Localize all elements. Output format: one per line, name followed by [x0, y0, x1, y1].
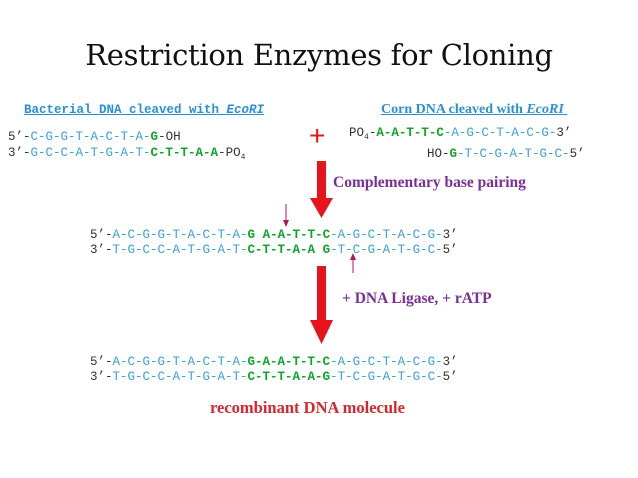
plus-sign: + [309, 120, 326, 151]
ligated-top-strand: 5’-A-C-G-G-T-A-C-T-A-G-A-A-T-T-C-A-G-C-T… [90, 355, 458, 369]
corn-top-strand: PO4-A-A-T-T-C-A-G-C-T-A-C-G-3’ [349, 126, 571, 142]
paired-top-sequence-right: -A-G-C-T-A-C-G- [330, 228, 443, 242]
paired-top-5prime: 5’- [90, 228, 113, 242]
ligated-top-sequence-left: A-C-G-G-T-A-C-T-A- [112, 355, 248, 369]
paired-top-strand: 5’-A-C-G-G-T-A-C-T-A-G A-A-T-T-C-A-G-C-T… [90, 228, 458, 242]
ligated-bottom-sequence-right: -T-C-G-A-T-G-C- [330, 370, 443, 384]
ligated-bottom-3prime: 3’- [90, 370, 113, 384]
corn-header-enzyme: EcoRI [526, 102, 564, 117]
paired-bottom-sequence-right: -T-C-G-A-T-G-C- [330, 243, 443, 257]
corn-top-phosphate-subscript: 4 [364, 133, 369, 142]
dna-ligase-label: + DNA Ligase, + rATP [342, 290, 492, 307]
bacterial-bottom-sequence: G-C-C-A-T-G-A-T- [30, 146, 151, 160]
pairing-arrow [310, 161, 333, 218]
paired-bottom-strand: 3’-T-G-C-C-A-T-G-A-T-C-T-T-A-A G-T-C-G-A… [90, 243, 458, 257]
corn-top-3prime: 3’ [556, 126, 572, 140]
corn-top-dash: - [368, 126, 377, 140]
ligated-bottom-strand: 3’-T-G-C-C-A-T-G-A-T-C-T-T-A-A-G-T-C-G-A… [90, 370, 458, 384]
bacterial-top-strand: 5’-C-G-G-T-A-C-T-A-G-OH [8, 130, 181, 144]
recombinant-dna-label: recombinant DNA molecule [210, 398, 405, 417]
ligated-bottom-ecori-site: C-T-T-A-A-G [247, 370, 331, 384]
bacterial-top-sequence: C-G-G-T-A-C-T-A- [30, 130, 151, 144]
bacterial-top-5prime: 5’- [8, 130, 31, 144]
ligated-bottom-sequence-left: T-G-C-C-A-T-G-A-T- [112, 370, 248, 384]
corn-bottom-strand: HO-G-T-C-G-A-T-G-C-5’ [427, 147, 585, 161]
ligated-top-5prime: 5’- [90, 355, 113, 369]
bacterial-bottom-strand: 3’-G-C-C-A-T-G-A-T-C-T-T-A-A-PO4 [8, 146, 245, 162]
bacterial-dna-header: Bacterial DNA cleaved with EcoRI [24, 103, 264, 117]
bacterial-bottom-phosphate: -PO [218, 146, 241, 160]
slide-title: Restriction Enzymes for Cloning [85, 38, 553, 72]
paired-bottom-3prime: 3’- [90, 243, 113, 257]
bacterial-top-sticky-end: G [150, 130, 159, 144]
paired-top-3prime: 3’ [442, 228, 458, 242]
paired-top-sequence-left: A-C-G-G-T-A-C-T-A- [112, 228, 248, 242]
ligated-top-3prime: 3’ [442, 355, 458, 369]
ligated-top-ecori-site: G-A-A-T-T-C [247, 355, 331, 369]
bottom-nick-arrow [350, 253, 356, 273]
corn-top-sticky-end: A-A-T-T-C [376, 126, 444, 140]
corn-bottom-hydroxyl: HO- [427, 147, 450, 161]
paired-bottom-5prime: 5’ [442, 243, 458, 257]
bacterial-bottom-phosphate-subscript: 4 [240, 153, 246, 162]
top-nick-arrow [283, 204, 289, 227]
corn-bottom-sequence: -T-C-G-A-T-G-C- [457, 147, 570, 161]
corn-header-text: Corn DNA cleaved with [381, 102, 527, 117]
corn-top-phosphate: PO [349, 126, 365, 140]
bacterial-top-oh: -OH [158, 130, 181, 144]
paired-bottom-sequence-left: T-G-C-C-A-T-G-A-T- [112, 243, 248, 257]
corn-bottom-sticky-end: G [449, 147, 458, 161]
ligated-top-sequence-right: -A-G-C-T-A-C-G- [330, 355, 443, 369]
ligated-bottom-5prime: 5’ [442, 370, 458, 384]
paired-bottom-g: G [322, 243, 331, 257]
corn-dna-header: Corn DNA cleaved with EcoRI [381, 102, 567, 118]
corn-top-sequence: -A-G-C-T-A-C-G- [443, 126, 557, 140]
bacterial-header-enzyme: EcoRI [226, 103, 265, 117]
paired-bottom-sticky-end: C-T-T-A-A [247, 243, 316, 257]
bacterial-bottom-sticky-end: C-T-T-A-A [150, 146, 219, 160]
bacterial-bottom-3prime: 3’- [8, 146, 31, 160]
ligation-arrow [310, 266, 333, 344]
complementary-pairing-label: Complementary base pairing [333, 174, 526, 191]
corn-bottom-5prime: 5’ [569, 147, 585, 161]
bacterial-header-text: Bacterial DNA cleaved with [24, 103, 227, 117]
paired-top-g: G [247, 228, 256, 242]
paired-top-sticky-end: A-A-T-T-C [262, 228, 331, 242]
